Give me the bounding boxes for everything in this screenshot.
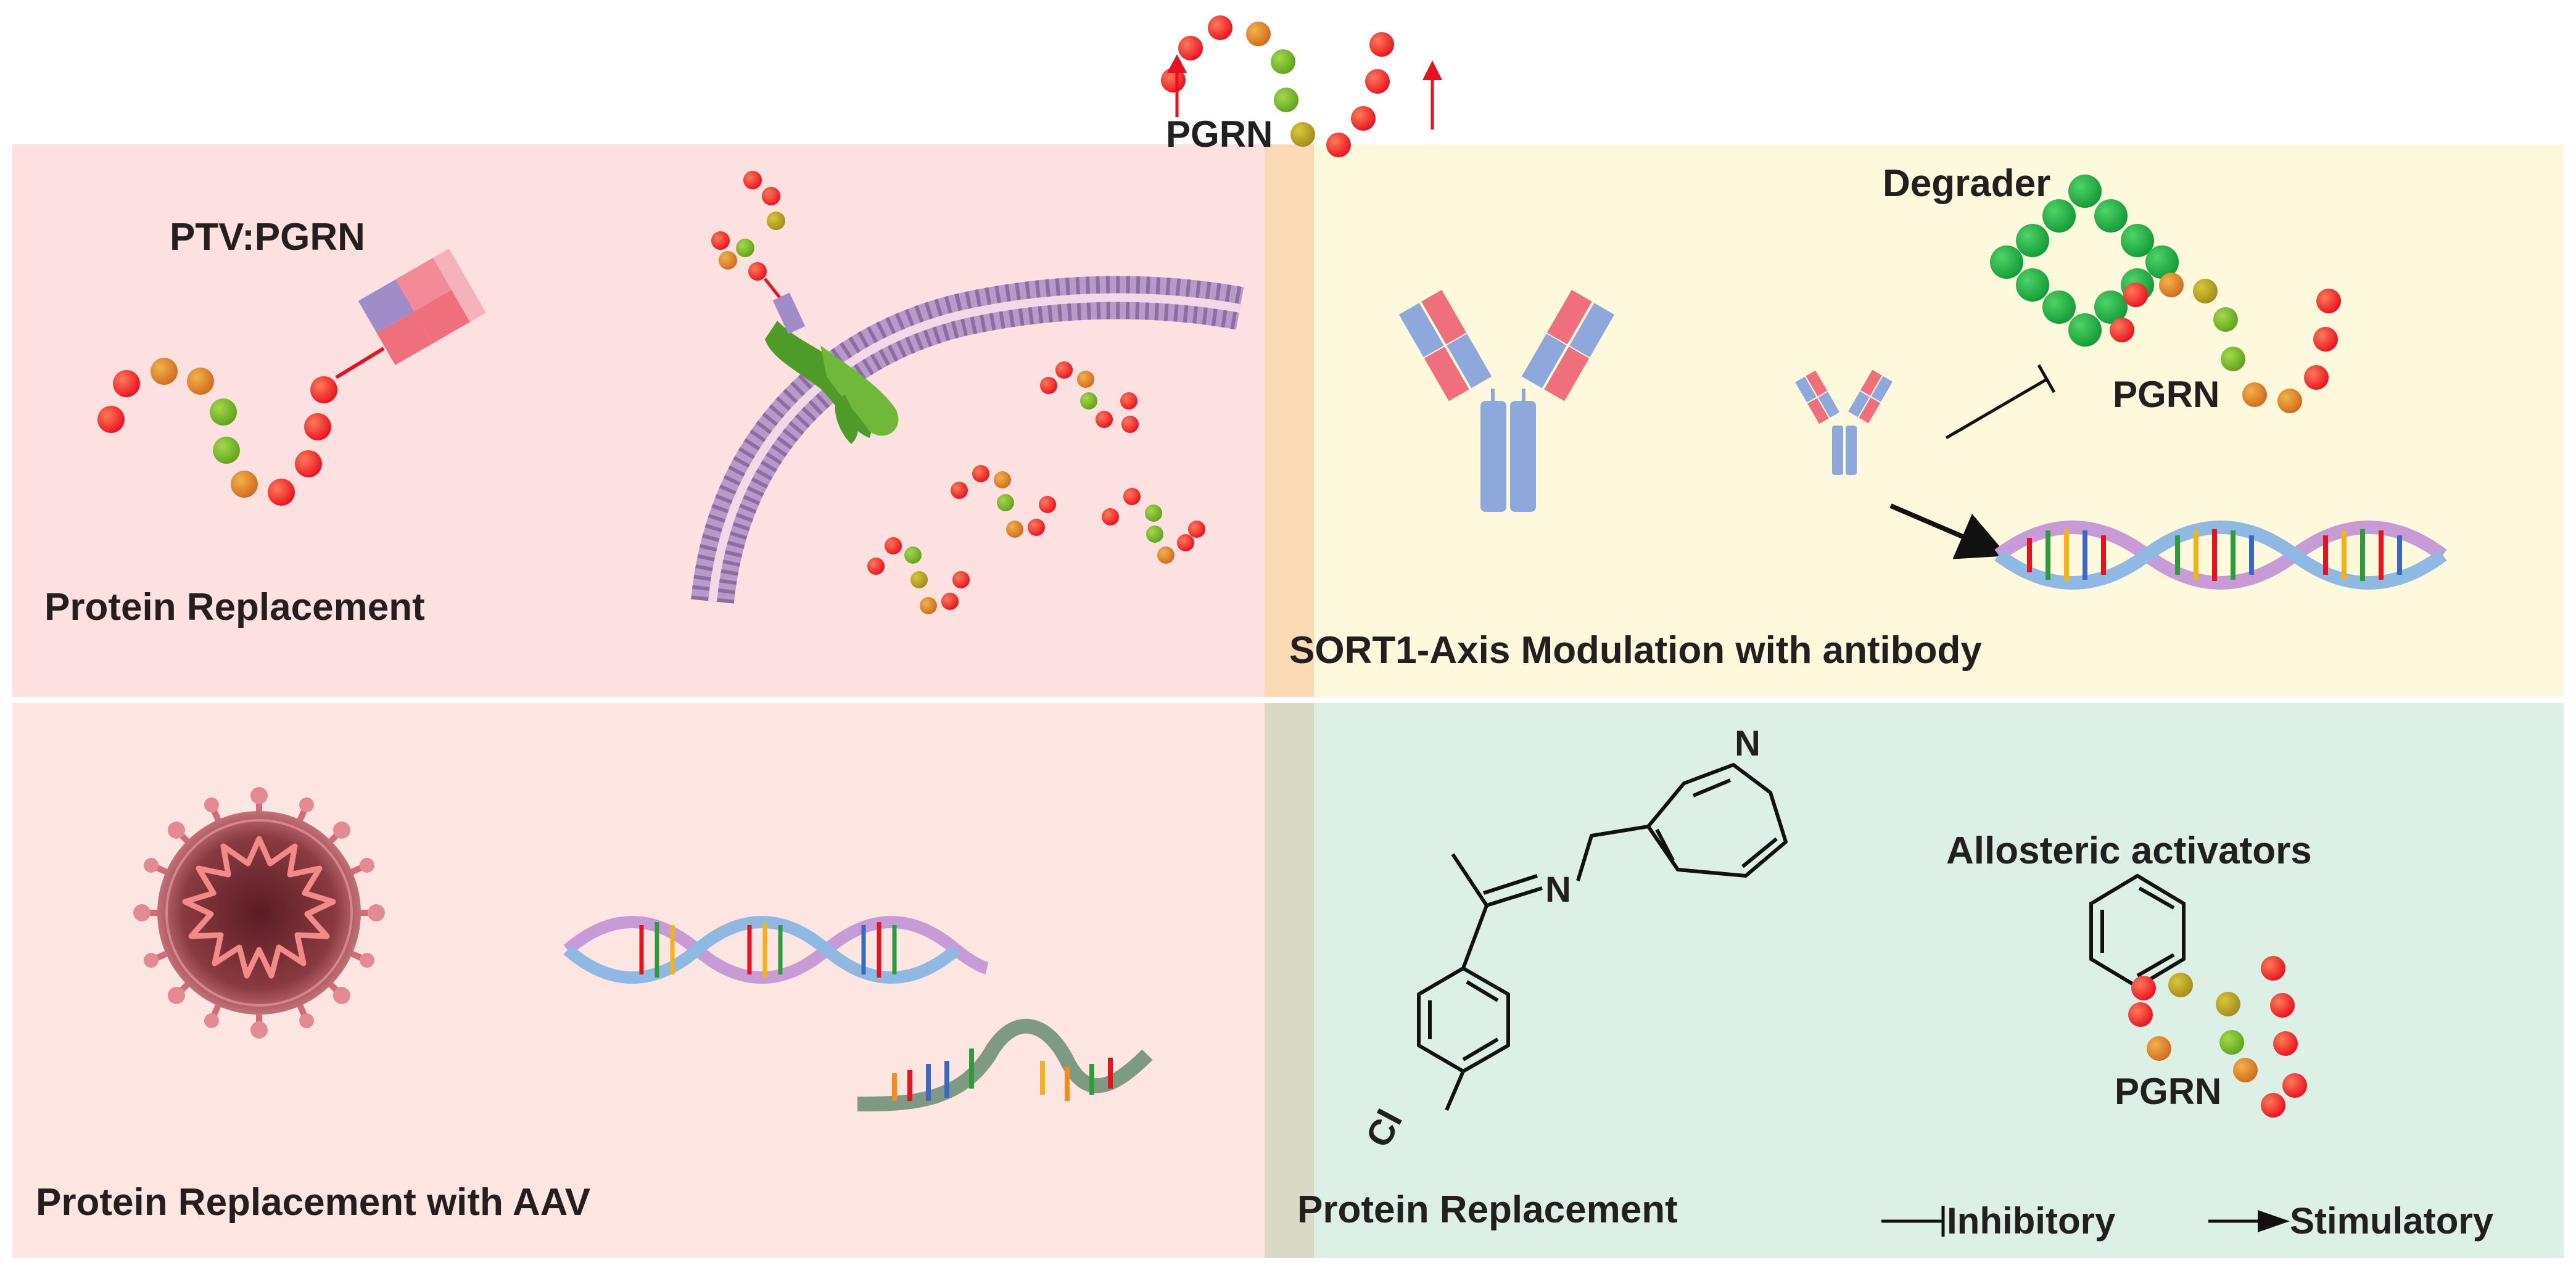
legend-inhibitory: Inhibitory xyxy=(1881,1200,2116,1242)
aav-virus-icon xyxy=(133,787,385,1039)
bottom-right-caption: Protein Replacement xyxy=(1297,1189,1678,1231)
dna-helix-top-right-icon xyxy=(1994,521,2447,590)
top-left-caption: Protein Replacement xyxy=(44,586,425,628)
degrader-cluster-icon xyxy=(1990,175,2179,347)
allosteric-activators-label: Allosteric activators xyxy=(1946,830,2312,872)
receptor-bound-pgrn-chain xyxy=(711,171,806,334)
center-overlap-strip-top xyxy=(1265,144,1314,697)
top-right-panel xyxy=(1265,144,2564,697)
ptv-pgrn-label: PTV:PGRN xyxy=(170,216,365,258)
cell-membrane-icon xyxy=(691,276,1244,604)
degrader-pgrn-chain xyxy=(2110,273,2341,413)
small-antibody-icon xyxy=(1795,369,1893,475)
increase-arrow-left-icon xyxy=(1167,54,1187,117)
degrader-label: Degrader xyxy=(1883,162,2050,205)
arrowhead-icon xyxy=(2258,1210,2290,1232)
inhibit-arrow-icon xyxy=(1945,364,2056,440)
degrader-pgrn-label: PGRN xyxy=(2113,374,2219,415)
stimulate-arrow-icon xyxy=(1889,503,2008,559)
dna-helix-bottom-left-icon xyxy=(563,916,989,984)
bottom-right-panel xyxy=(1265,703,2564,1258)
legend-stimulatory-label: Stimulatory xyxy=(2290,1200,2494,1242)
imine-nitrogen-label: N xyxy=(1545,870,1571,910)
ptv-pgrn-chain xyxy=(97,347,385,506)
small-molecule-structure-icon xyxy=(1417,763,1788,1111)
ptv-antibody-fragment-icon xyxy=(358,249,486,365)
activated-pgrn-chain xyxy=(2128,956,2307,1118)
top-pgrn-label: PGRN xyxy=(1166,113,1273,155)
increase-arrow-right-icon xyxy=(1422,60,1442,130)
legend-stimulatory: Stimulatory xyxy=(2208,1200,2494,1242)
sortilin-receptor-icon xyxy=(765,321,899,444)
bottom-left-caption: Protein Replacement with AAV xyxy=(36,1181,590,1224)
pyridine-nitrogen-label: N xyxy=(1735,723,1761,764)
internalized-pgrn-fragments xyxy=(867,361,1205,614)
top-right-caption: SORT1-Axis Modulation with antibody xyxy=(1289,629,1982,672)
center-overlap-strip-bottom xyxy=(1265,703,1314,1258)
activated-pgrn-label: PGRN xyxy=(2115,1071,2221,1112)
mrna-strand-icon xyxy=(857,1018,1153,1111)
legend-inhibitory-label: Inhibitory xyxy=(1947,1200,2116,1242)
top-pgrn-chain xyxy=(1161,15,1394,157)
large-antibody-icon xyxy=(1398,290,1615,512)
